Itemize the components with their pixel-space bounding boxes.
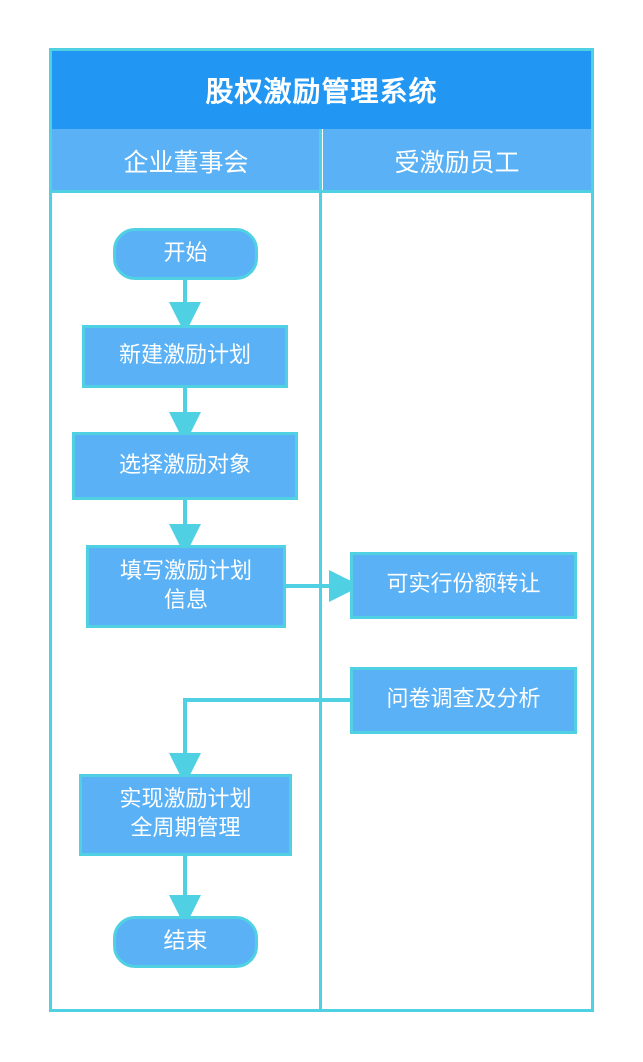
node-create-plan: 新建激励计划 <box>82 325 288 388</box>
node-start: 开始 <box>113 228 258 280</box>
node-lifecycle: 实现激励计划 全周期管理 <box>79 774 292 856</box>
lane-divider <box>319 129 322 1009</box>
arrow-survey-to-lifecycle <box>169 698 352 785</box>
diagram-title: 股权激励管理系统 <box>52 51 591 129</box>
lane-header-employees: 受激励员工 <box>323 129 591 192</box>
node-fill-info: 填写激励计划 信息 <box>86 545 286 628</box>
node-transfer: 可实行份额转让 <box>350 552 577 619</box>
node-select-target: 选择激励对象 <box>72 432 298 500</box>
node-end: 结束 <box>113 916 258 968</box>
node-survey: 问卷调查及分析 <box>350 667 577 734</box>
lane-header-board: 企业董事会 <box>52 129 320 192</box>
